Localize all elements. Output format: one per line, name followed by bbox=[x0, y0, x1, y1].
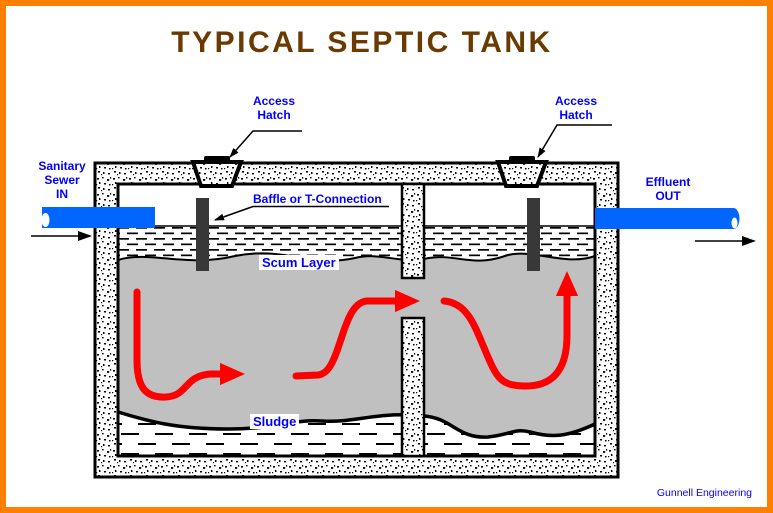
flow-path-through-divider bbox=[292, 289, 420, 380]
access-hatch-right-label: Access Hatch bbox=[535, 94, 617, 122]
access-hatch-left bbox=[190, 160, 244, 188]
tank-inner-outline bbox=[116, 182, 597, 458]
outlet-pipe bbox=[595, 208, 734, 229]
flow-paths bbox=[133, 271, 579, 401]
outlet-baffle bbox=[527, 198, 540, 271]
inlet-baffle bbox=[196, 198, 209, 271]
access-hatch-left-lid bbox=[204, 156, 230, 164]
inlet-label-line3: IN bbox=[56, 187, 68, 202]
flow-path-left-chamber bbox=[133, 288, 245, 401]
baffle-leader bbox=[214, 205, 254, 221]
access-hatch-left-label-line1: Access bbox=[252, 94, 296, 108]
outlet-label-line1: Effluent bbox=[645, 175, 691, 189]
inlet-label-line1: Sanitary bbox=[38, 159, 86, 173]
inlet-label-line2: Sewer bbox=[44, 173, 80, 188]
hatch-right-leader bbox=[537, 124, 612, 158]
outlet-pipe-opening bbox=[731, 217, 738, 229]
sludge-layer bbox=[118, 412, 595, 456]
outlet-label-line2: OUT bbox=[655, 189, 681, 204]
access-hatch-right-label-line2: Hatch bbox=[559, 108, 593, 123]
page-title: TYPICAL SEPTIC TANK bbox=[171, 26, 553, 59]
hatch-left-leader bbox=[229, 130, 302, 158]
inlet-pipe-opening bbox=[41, 213, 50, 227]
inlet-label: Sanitary Sewer IN bbox=[20, 159, 104, 201]
access-hatch-right-lid bbox=[509, 156, 535, 164]
outlet-label: Effluent OUT bbox=[626, 175, 710, 203]
sludge-label: Sludge bbox=[250, 414, 300, 430]
center-divider-upper bbox=[400, 182, 426, 280]
credit-text: Gunnell Engineering bbox=[656, 487, 752, 499]
scum-layer-label: Scum Layer bbox=[259, 255, 339, 271]
liquid-gray-zone bbox=[118, 253, 595, 456]
access-hatch-left-label: Access Hatch bbox=[233, 94, 315, 122]
tank-outer-outline bbox=[93, 161, 620, 479]
inlet-pipe bbox=[42, 207, 155, 228]
access-hatch-right-label-line1: Access bbox=[554, 94, 598, 108]
access-hatch-right bbox=[495, 160, 549, 188]
center-divider-lower bbox=[400, 316, 426, 458]
baffle-label: Baffle or T-Connection bbox=[253, 192, 382, 206]
flow-path-right-chamber bbox=[440, 271, 579, 390]
access-hatch-left-label-line2: Hatch bbox=[257, 108, 291, 123]
